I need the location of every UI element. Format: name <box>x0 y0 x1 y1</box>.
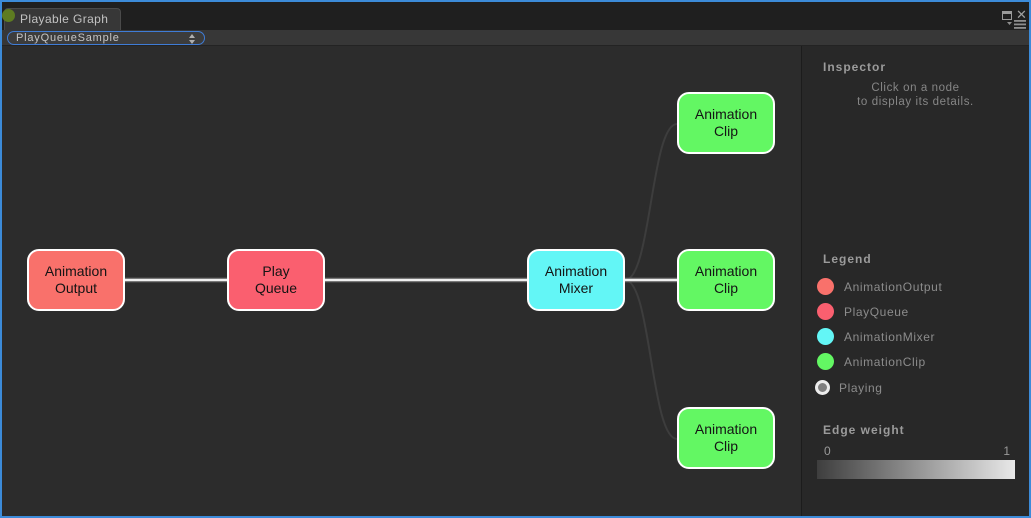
close-icon[interactable]: ✕ <box>1016 7 1027 22</box>
graph-edges <box>125 123 679 440</box>
legend-dot-animation-output <box>817 278 834 295</box>
inspector-hint: Click on a node to display its details. <box>802 81 1029 109</box>
legend-dot-play-queue <box>817 303 834 320</box>
graph-selector-value: PlayQueueSample <box>16 32 120 44</box>
legend-label: AnimationClip <box>844 354 926 369</box>
legend-label: PlayQueue <box>844 304 909 319</box>
legend-label: Playing <box>839 380 883 395</box>
inspector-panel: Inspector Click on a node to display its… <box>801 46 1029 516</box>
edge-mixer-to-clip-bottom <box>624 279 678 440</box>
node-label: Animation <box>544 263 608 279</box>
node-label: Play <box>262 263 290 279</box>
legend-dot-animation-clip <box>817 353 834 370</box>
tab-playable-graph[interactable]: Playable Graph <box>4 8 122 30</box>
edge-weight-max-label: 1 <box>1003 444 1010 458</box>
node-label: Animation <box>694 421 758 437</box>
pane-menu-icon[interactable] <box>1007 20 1027 29</box>
legend-item-play-queue: PlayQueue <box>817 301 909 322</box>
toolbar: PlayQueueSample <box>2 30 1029 46</box>
inspector-hint-line1: Click on a node <box>871 82 960 94</box>
node-animation-output[interactable]: Animation Output <box>27 249 125 311</box>
edge-weight-gradient-bar <box>817 460 1015 479</box>
node-animation-mixer[interactable]: Animation Mixer <box>527 249 625 311</box>
maximize-icon[interactable] <box>1002 11 1012 20</box>
tab-status-dot-icon <box>2 9 15 22</box>
inspector-title: Inspector <box>823 60 887 74</box>
legend-item-animation-clip: AnimationClip <box>817 351 926 372</box>
node-label: Mixer <box>558 280 594 296</box>
graph-canvas[interactable]: Animation Output Play Queue Animation Mi… <box>2 46 801 516</box>
dropdown-updown-arrow-icon <box>189 34 196 44</box>
legend-dot-animation-mixer <box>817 328 834 345</box>
legend-label: AnimationMixer <box>844 329 936 344</box>
legend-item-animation-output: AnimationOutput <box>817 276 942 297</box>
legend-title: Legend <box>823 252 872 266</box>
node-label: Queue <box>254 280 298 296</box>
legend-item-animation-mixer: AnimationMixer <box>817 326 935 347</box>
node-animation-clip-middle[interactable]: Animation Clip <box>677 249 775 311</box>
node-animation-clip-top[interactable]: Animation Clip <box>677 92 775 154</box>
node-label: Clip <box>713 280 739 296</box>
title-bar: Playable Graph ✕ <box>2 2 1029 30</box>
edge-weight-title: Edge weight <box>823 423 905 437</box>
node-animation-clip-bottom[interactable]: Animation Clip <box>677 407 775 469</box>
legend-item-playing: Playing <box>815 377 883 398</box>
edge-mixer-to-clip-top <box>624 123 678 281</box>
node-label: Clip <box>713 123 739 139</box>
node-play-queue[interactable]: Play Queue <box>227 249 325 311</box>
node-label: Clip <box>713 438 739 454</box>
inspector-hint-line2: to display its details. <box>857 96 974 108</box>
graph-selector-dropdown[interactable]: PlayQueueSample <box>7 31 205 45</box>
node-label: Animation <box>694 106 758 122</box>
node-label: Animation <box>694 263 758 279</box>
edge-weight-min-label: 0 <box>824 444 831 458</box>
legend-label: AnimationOutput <box>844 279 943 294</box>
legend-dot-playing <box>815 380 830 395</box>
node-label: Output <box>54 280 98 296</box>
node-label: Animation <box>44 263 108 279</box>
